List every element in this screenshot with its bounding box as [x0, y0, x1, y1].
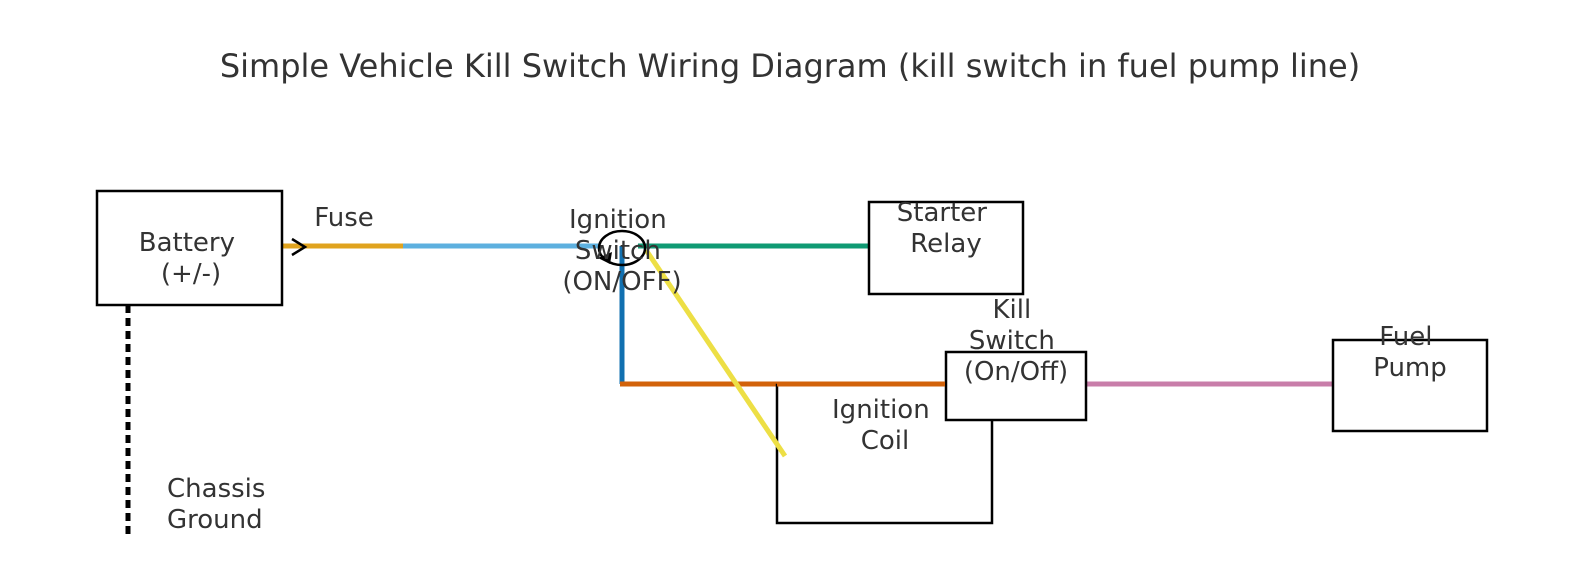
- fuse-label: Fuse: [314, 203, 374, 233]
- kill-switch-box: [944, 350, 1088, 422]
- battery-label: Battery (+/-): [139, 228, 244, 289]
- ignition-switch-arrow-icon: [598, 252, 612, 264]
- starter-relay-box: [867, 200, 1025, 296]
- battery-box: [95, 189, 284, 307]
- fuse-arrow-icon: [291, 237, 308, 257]
- fuel-pump-label: Fuel Pump: [1373, 322, 1447, 383]
- starter-relay-label: Starter Relay: [897, 198, 995, 259]
- wire-ignition-to-coil: [643, 248, 788, 458]
- ignition-switch-symbol-icon: [597, 229, 647, 267]
- ignition-coil-label: Ignition Coil: [832, 395, 938, 456]
- ignition-switch-label: Ignition Switch (ON/OFF): [562, 205, 681, 297]
- chassis-ground-label: Chassis Ground: [167, 474, 274, 535]
- kill-switch-label: Kill Switch (On/Off): [964, 295, 1068, 387]
- diagram-title: Simple Vehicle Kill Switch Wiring Diagra…: [220, 47, 1360, 85]
- fuel-pump-box: [1331, 338, 1489, 433]
